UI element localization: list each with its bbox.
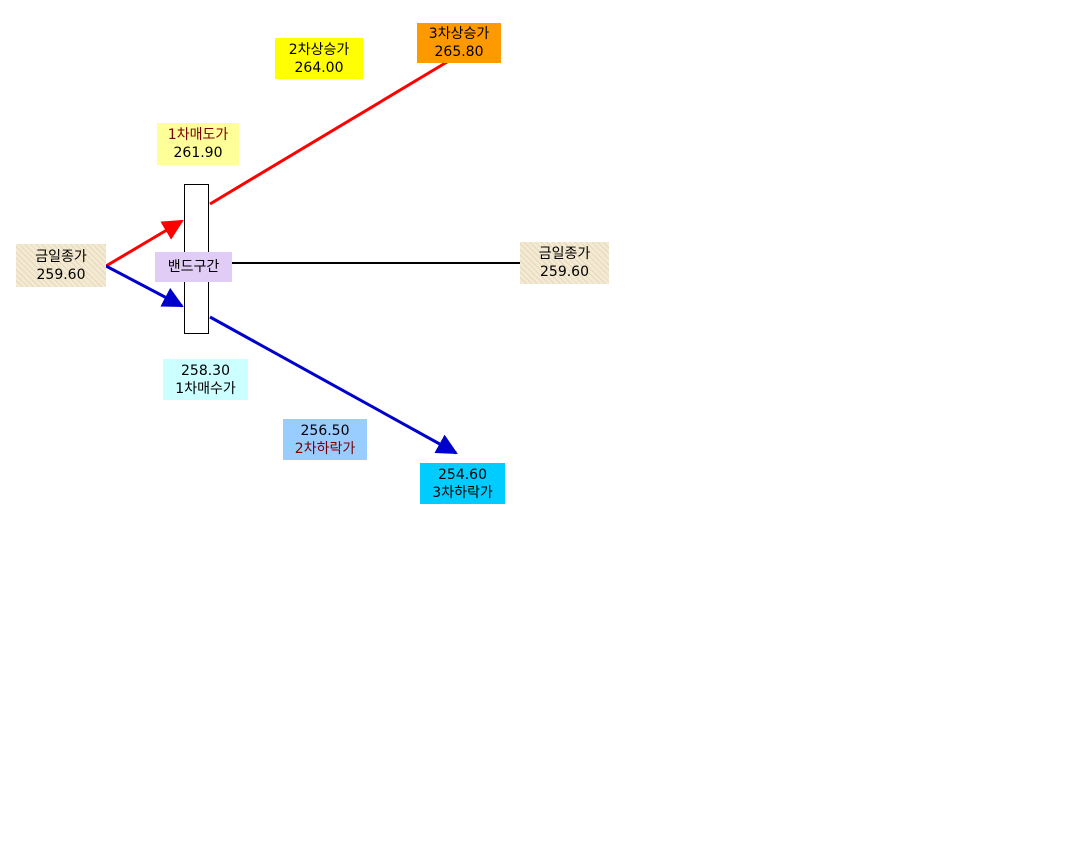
close-left-value: 259.60 [36, 266, 86, 283]
up-trend-line [209, 60, 448, 206]
close-left-box: 금일종가 259.60 [16, 244, 106, 287]
buy1-label: 1차매수가 [175, 380, 236, 397]
up2-value: 264.00 [294, 59, 344, 76]
close-left-label: 금일종가 [35, 248, 87, 265]
sell1-box: 1차매도가 261.90 [157, 123, 239, 165]
sell1-value: 261.90 [173, 145, 223, 161]
close-right-box: 금일종가 259.60 [520, 242, 609, 284]
down3-box: 254.60 3차하락가 [420, 463, 505, 504]
buy1-box: 258.30 1차매수가 [163, 359, 248, 400]
down2-label: 2차하락가 [294, 440, 356, 457]
up2-box: 2차상승가 264.00 [275, 38, 363, 79]
down3-value: 254.60 [438, 466, 487, 483]
down2-box: 256.50 2차하락가 [283, 419, 367, 460]
down-trend-arrow [209, 315, 458, 455]
close-right-value: 259.60 [540, 264, 589, 280]
up2-label: 2차상승가 [288, 41, 350, 58]
band-label: 밴드구간 [167, 259, 220, 275]
close-right-label: 금일종가 [538, 246, 591, 262]
up3-label: 3차상승가 [428, 26, 490, 42]
sell1-label: 1차매도가 [167, 127, 229, 143]
up3-box: 3차상승가 265.80 [417, 23, 501, 63]
buy1-value: 258.30 [181, 362, 230, 379]
up3-value: 265.80 [434, 44, 484, 60]
close-to-sell1-arrow [105, 219, 184, 268]
close-to-buy1-arrow [105, 264, 184, 308]
band-label-box: 밴드구간 [155, 252, 232, 282]
down3-label: 3차하락가 [432, 484, 493, 501]
down2-value: 256.50 [300, 422, 350, 439]
